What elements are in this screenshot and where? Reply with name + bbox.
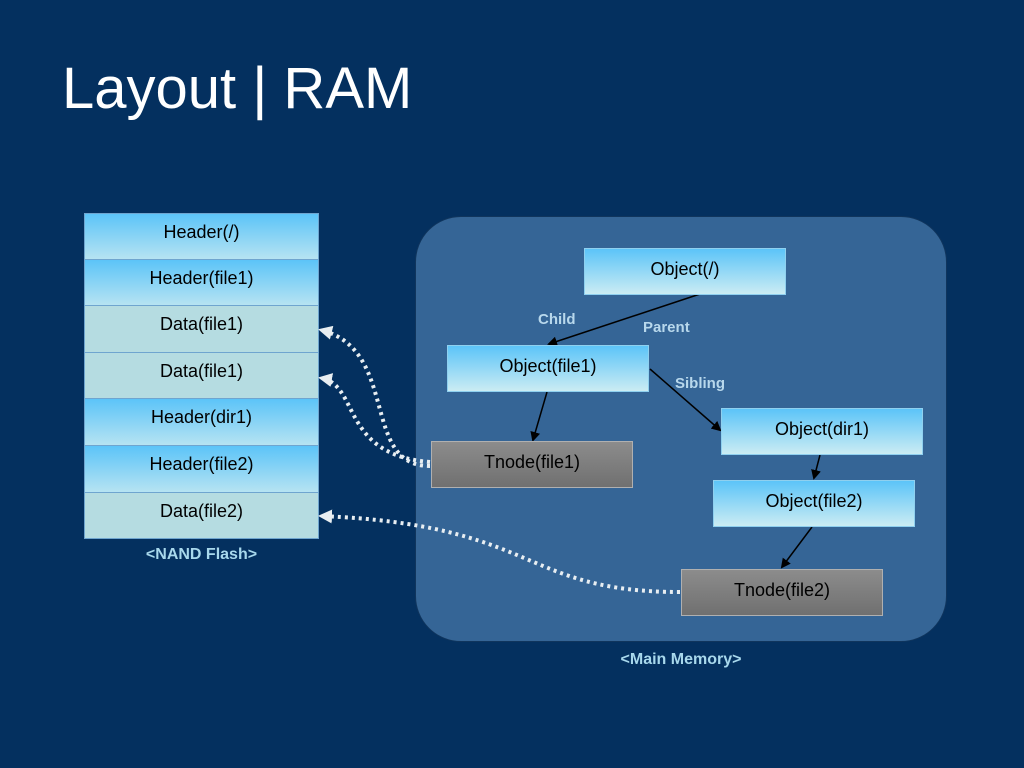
main-memory-caption: <Main Memory> — [620, 651, 742, 668]
arrow-file2-to-tnode2 — [780, 526, 813, 569]
dotted-pointer-tnode2 — [318, 509, 681, 594]
dotted-pointer-tnode1-b — [318, 373, 431, 464]
nand-flash-caption: <NAND Flash> — [145, 546, 258, 563]
edge-label-child: Child — [538, 311, 576, 328]
nand-cell-header-root: Header(/) — [84, 213, 319, 260]
edge-label-sibling: Sibling — [675, 375, 725, 392]
nand-cell-data-file1-b: Data(file1) — [84, 352, 319, 400]
nand-cell-header-file2: Header(file2) — [84, 445, 319, 493]
edge-label-parent: Parent — [643, 319, 690, 336]
arrow-root-to-file1 — [547, 293, 701, 347]
page-title: Layout | RAM — [62, 56, 413, 121]
nand-flash-table: Header(/) Header(file1) Data(file1) Data… — [84, 213, 319, 540]
object-file1-node: Object(file1) — [447, 345, 649, 392]
object-dir1-node: Object(dir1) — [721, 408, 923, 455]
nand-cell-header-dir1: Header(dir1) — [84, 399, 319, 446]
nand-cell-data-file2: Data(file2) — [84, 492, 319, 540]
arrow-dir1-to-file2 — [811, 454, 821, 480]
arrow-file1-to-tnode1 — [530, 391, 548, 442]
nand-cell-header-file1: Header(file1) — [84, 259, 319, 307]
tnode-file2-node: Tnode(file2) — [681, 569, 883, 616]
tnode-file1-node: Tnode(file1) — [431, 441, 633, 488]
object-root-node: Object(/) — [584, 248, 786, 295]
nand-cell-data-file1-a: Data(file1) — [84, 306, 319, 353]
object-file2-node: Object(file2) — [713, 480, 915, 527]
arrow-file1-to-dir1 — [649, 368, 722, 432]
